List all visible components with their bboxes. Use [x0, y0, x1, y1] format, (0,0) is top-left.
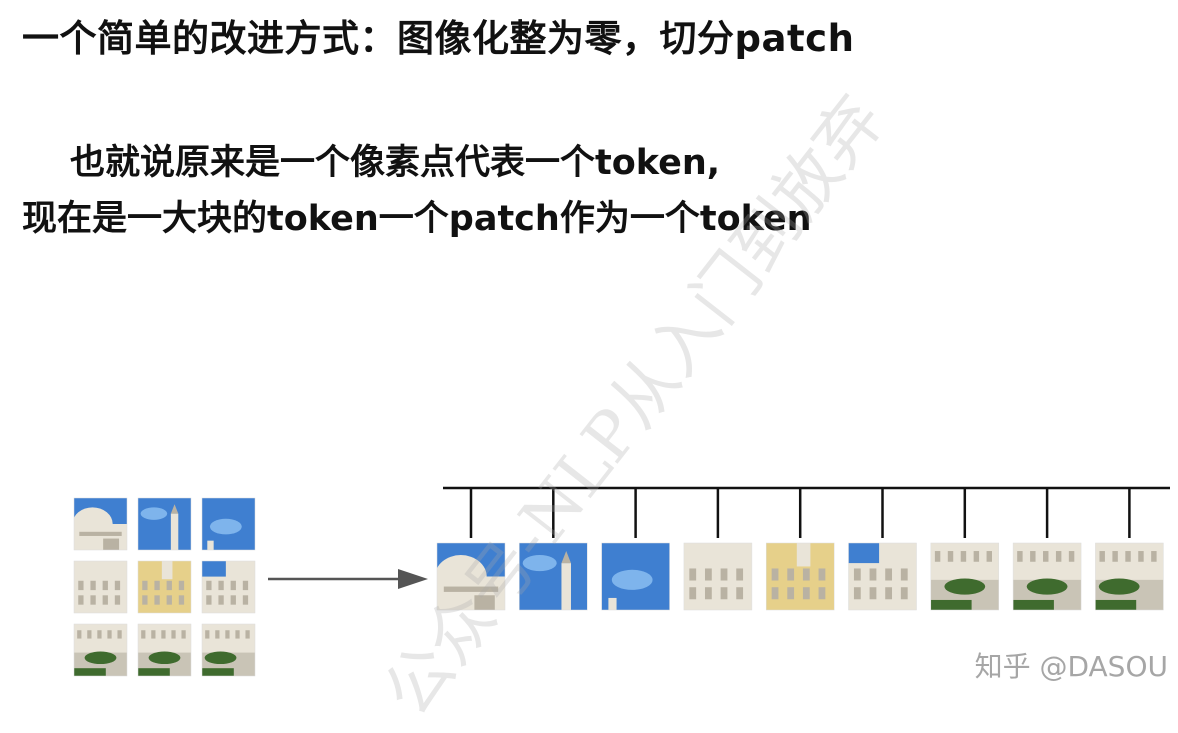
patch-sequence	[436, 542, 1164, 611]
explanation-line-2: 现在是一大块的token一个patch作为一个token	[22, 199, 812, 239]
grid-patch-6	[201, 560, 256, 614]
sequence-patch-1	[436, 542, 506, 611]
sequence-patch-9	[1095, 542, 1164, 611]
grid-patch-5	[137, 560, 192, 614]
grid-patch-9	[201, 623, 256, 677]
sequence-patch-7	[930, 542, 1000, 611]
corner-watermark: 知乎 @DASOU	[974, 650, 1168, 683]
explanation-line-1: 也就说原来是一个像素点代表一个token,	[70, 143, 721, 183]
grid-patch-7	[73, 623, 128, 677]
grid-patch-3	[201, 497, 256, 551]
grid-patch-1	[73, 497, 128, 551]
sequence-patch-4	[683, 542, 753, 611]
sequence-patch-8	[1012, 542, 1082, 611]
sequence-patch-2	[519, 542, 588, 611]
sequence-patch-5	[765, 542, 835, 611]
patch-grid	[73, 497, 256, 677]
page-title: 一个简单的改进方式：图像化整为零，切分patch	[22, 17, 855, 60]
grid-patch-4	[73, 560, 128, 614]
sequence-patch-6	[848, 542, 917, 611]
patch-diagram	[73, 486, 1170, 677]
split-arrow	[268, 569, 428, 589]
token-bus	[443, 486, 1170, 538]
sequence-patch-3	[601, 542, 670, 611]
arrow-head	[398, 569, 428, 589]
grid-patch-8	[137, 623, 192, 677]
grid-patch-2	[137, 497, 192, 551]
